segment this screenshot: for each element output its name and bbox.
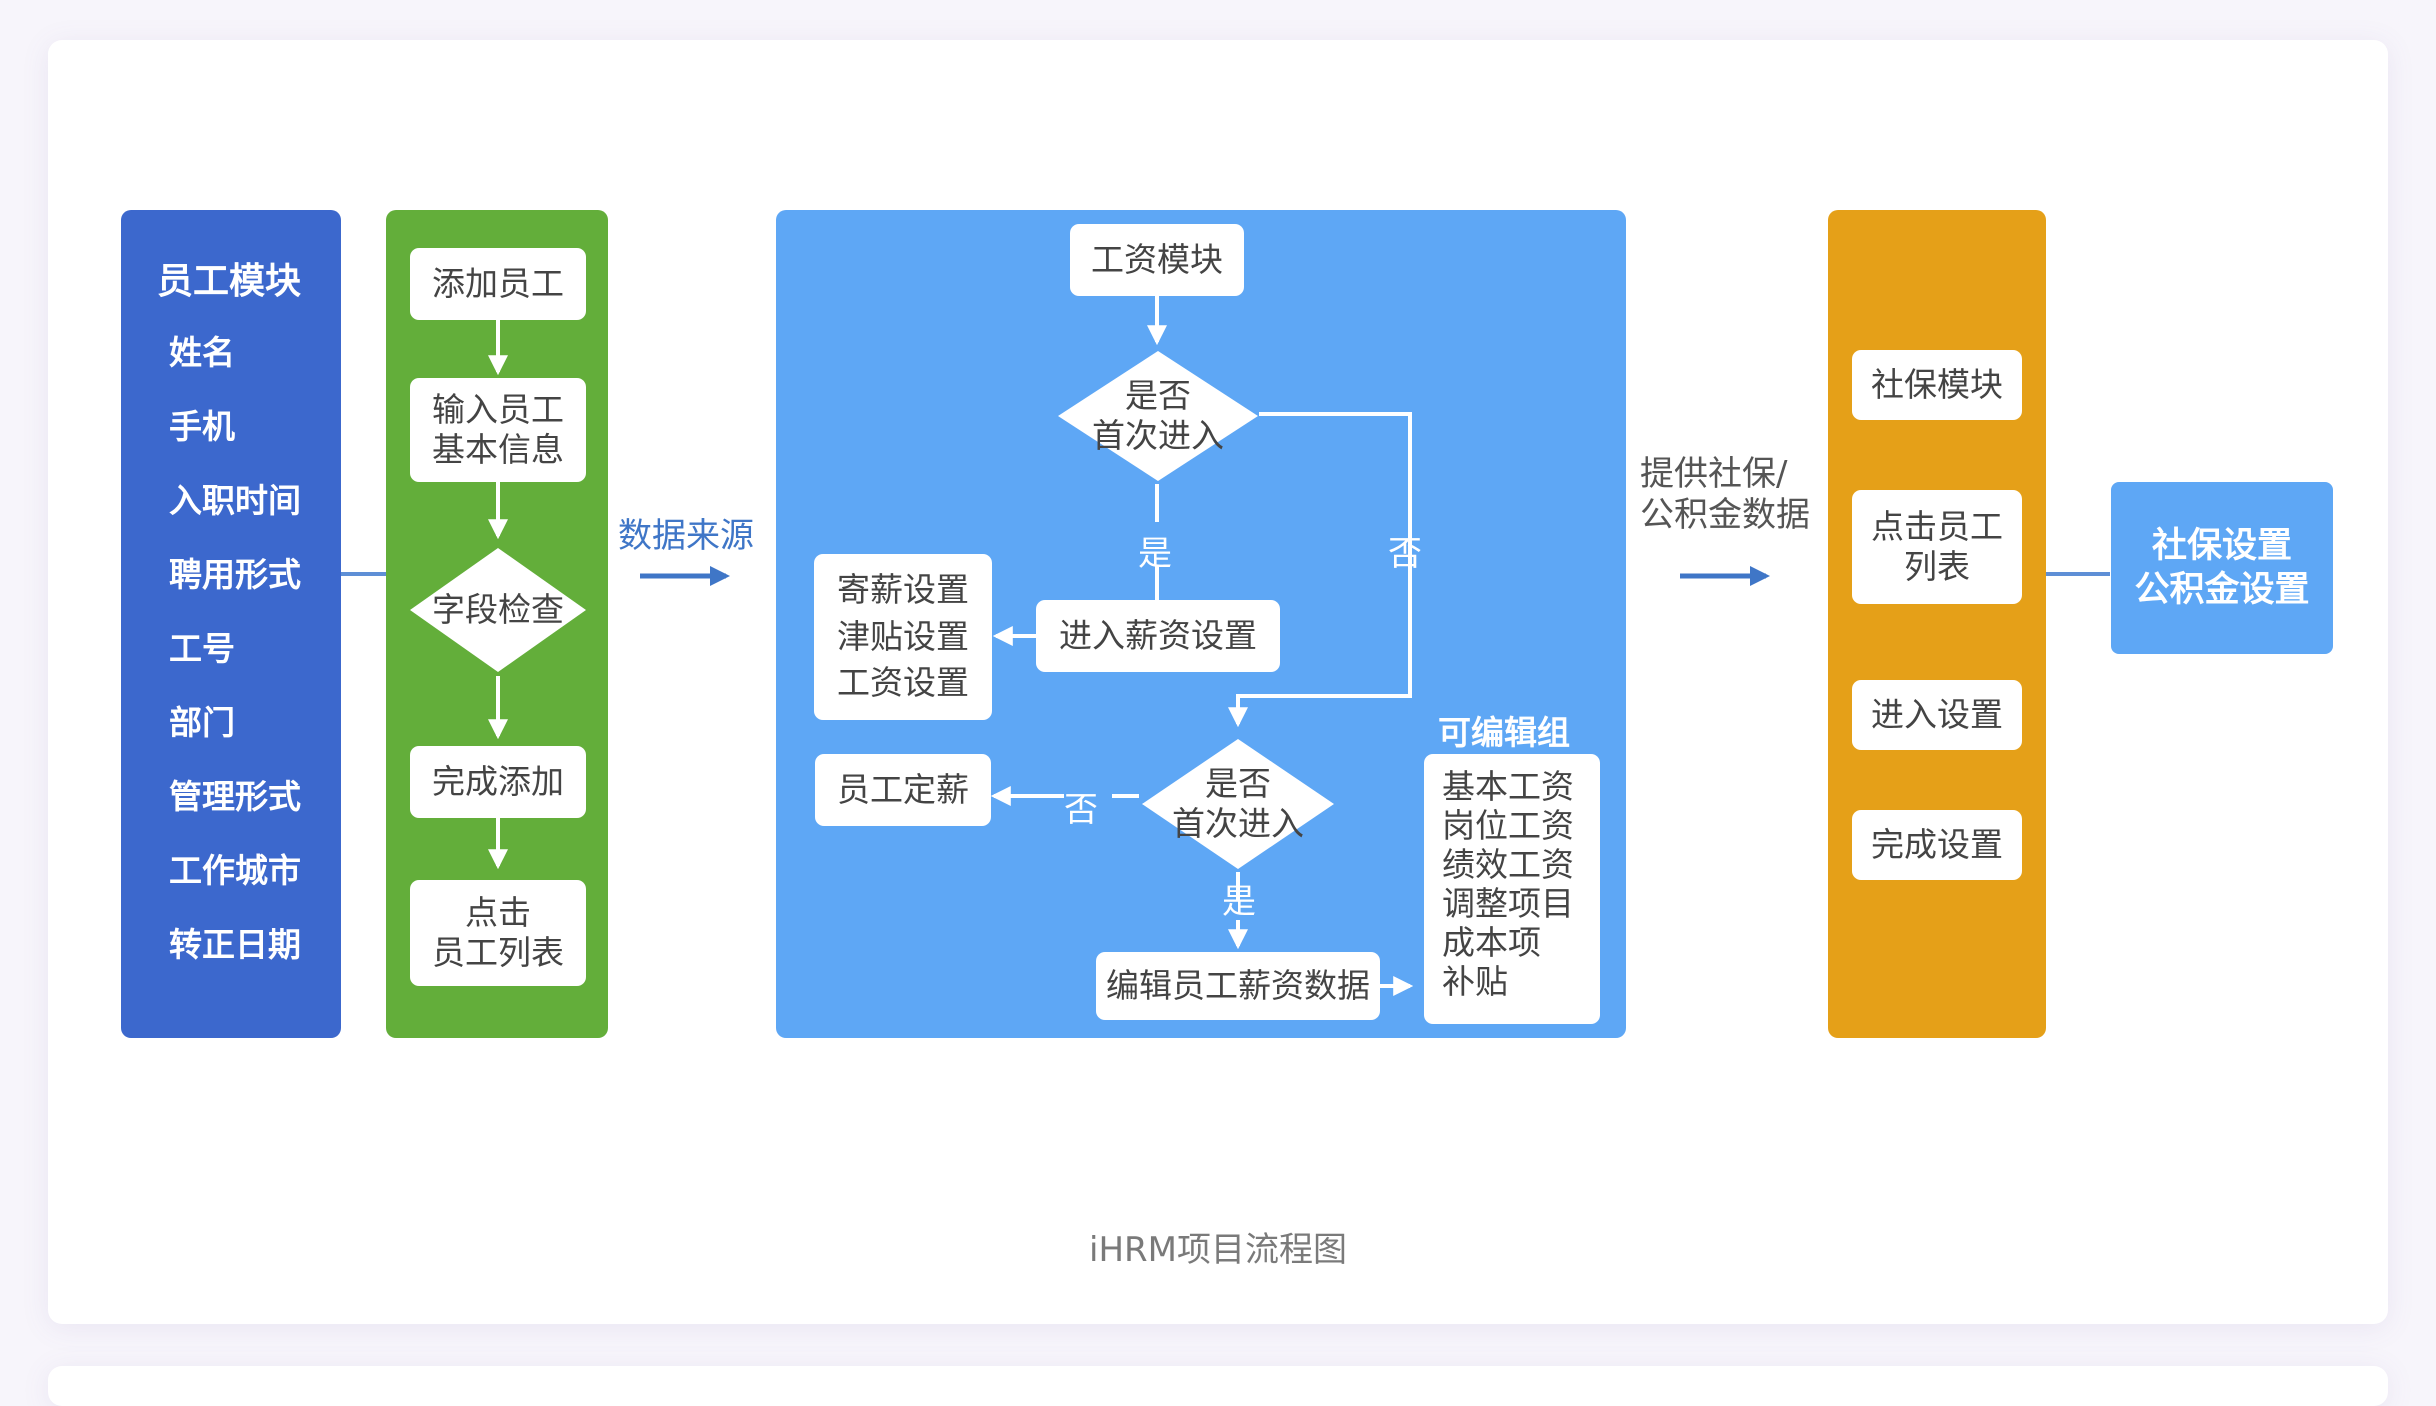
no-label-2: 否 [1064, 790, 1098, 830]
salary-settings-list-box[interactable]: 寄薪设置 津贴设置 工资设置 [814, 554, 992, 720]
finish-add-box[interactable]: 完成添加 [410, 746, 586, 818]
employee-field-item: 工作城市 [169, 851, 301, 890]
diagram-caption: iHRM项目流程图 [1089, 1230, 1347, 1270]
input-info-box[interactable]: 输入员工 基本信息 [410, 378, 586, 482]
yes-label-1: 是 [1138, 534, 1172, 574]
employee-field-item: 入职时间 [169, 481, 301, 520]
no-label-1: 否 [1388, 534, 1422, 574]
employee-module-panel: 员工模块 姓名手机入职时间聘用形式工号部门管理形式工作城市转正日期 [121, 210, 341, 1038]
social-finish-settings-box[interactable]: 完成设置 [1852, 810, 2022, 880]
editable-group-title: 可编辑组 [1438, 713, 1570, 752]
first-entry-diamond-1 [1058, 351, 1258, 481]
edit-salary-data-box[interactable]: 编辑员工薪资数据 [1096, 952, 1380, 1020]
field-check-label: 字段检查 [432, 590, 564, 630]
yes-label-2: 是 [1222, 882, 1256, 922]
first-entry-label-1: 是否 首次进入 [1092, 376, 1224, 455]
next-card [48, 1366, 2388, 1406]
employee-field-item: 工号 [169, 629, 235, 668]
field-check-diamond [410, 548, 586, 672]
social-click-list-box[interactable]: 点击员工 列表 [1852, 490, 2022, 604]
employee-field-item: 姓名 [169, 333, 235, 372]
add-employee-panel: 添加员工 输入员工 基本信息 字段检查 完成添加 点击 员工列表 [386, 210, 608, 1038]
first-entry-diamond-2 [1142, 739, 1334, 869]
employee-field-item: 转正日期 [169, 925, 301, 964]
employee-field-item: 管理形式 [169, 777, 301, 816]
social-module-box[interactable]: 社保模块 [1852, 350, 2022, 420]
data-source-label: 数据来源 [618, 516, 754, 556]
editable-group-box: 基本工资 岗位工资 绩效工资 调整项目 成本项 补贴 [1424, 754, 1600, 1024]
employee-module-title: 员工模块 [157, 261, 302, 302]
employee-field-item: 部门 [169, 703, 235, 742]
enter-salary-settings-box[interactable]: 进入薪资设置 [1036, 600, 1280, 672]
salary-module-box[interactable]: 工资模块 [1070, 224, 1244, 296]
salary-module-panel: 工资模块 是否 首次进入 是 否 进入薪资设置 寄薪设置 津贴设置 工资设置 是… [776, 210, 1626, 1038]
click-employee-list-box[interactable]: 点击 员工列表 [410, 880, 586, 986]
employee-field-item: 手机 [169, 407, 235, 446]
social-module-panel: 社保模块 点击员工 列表 进入设置 完成设置 [1828, 210, 2046, 1038]
social-enter-settings-box[interactable]: 进入设置 [1852, 680, 2022, 750]
employee-field-item: 聘用形式 [169, 555, 301, 594]
social-fund-settings-box[interactable]: 社保设置 公积金设置 [2111, 482, 2333, 654]
provide-data-label: 提供社保/ 公积金数据 [1640, 454, 1810, 535]
add-employee-box[interactable]: 添加员工 [410, 248, 586, 320]
first-entry-label-2: 是否 首次进入 [1172, 764, 1304, 843]
employee-fixed-salary-box[interactable]: 员工定薪 [815, 754, 991, 826]
